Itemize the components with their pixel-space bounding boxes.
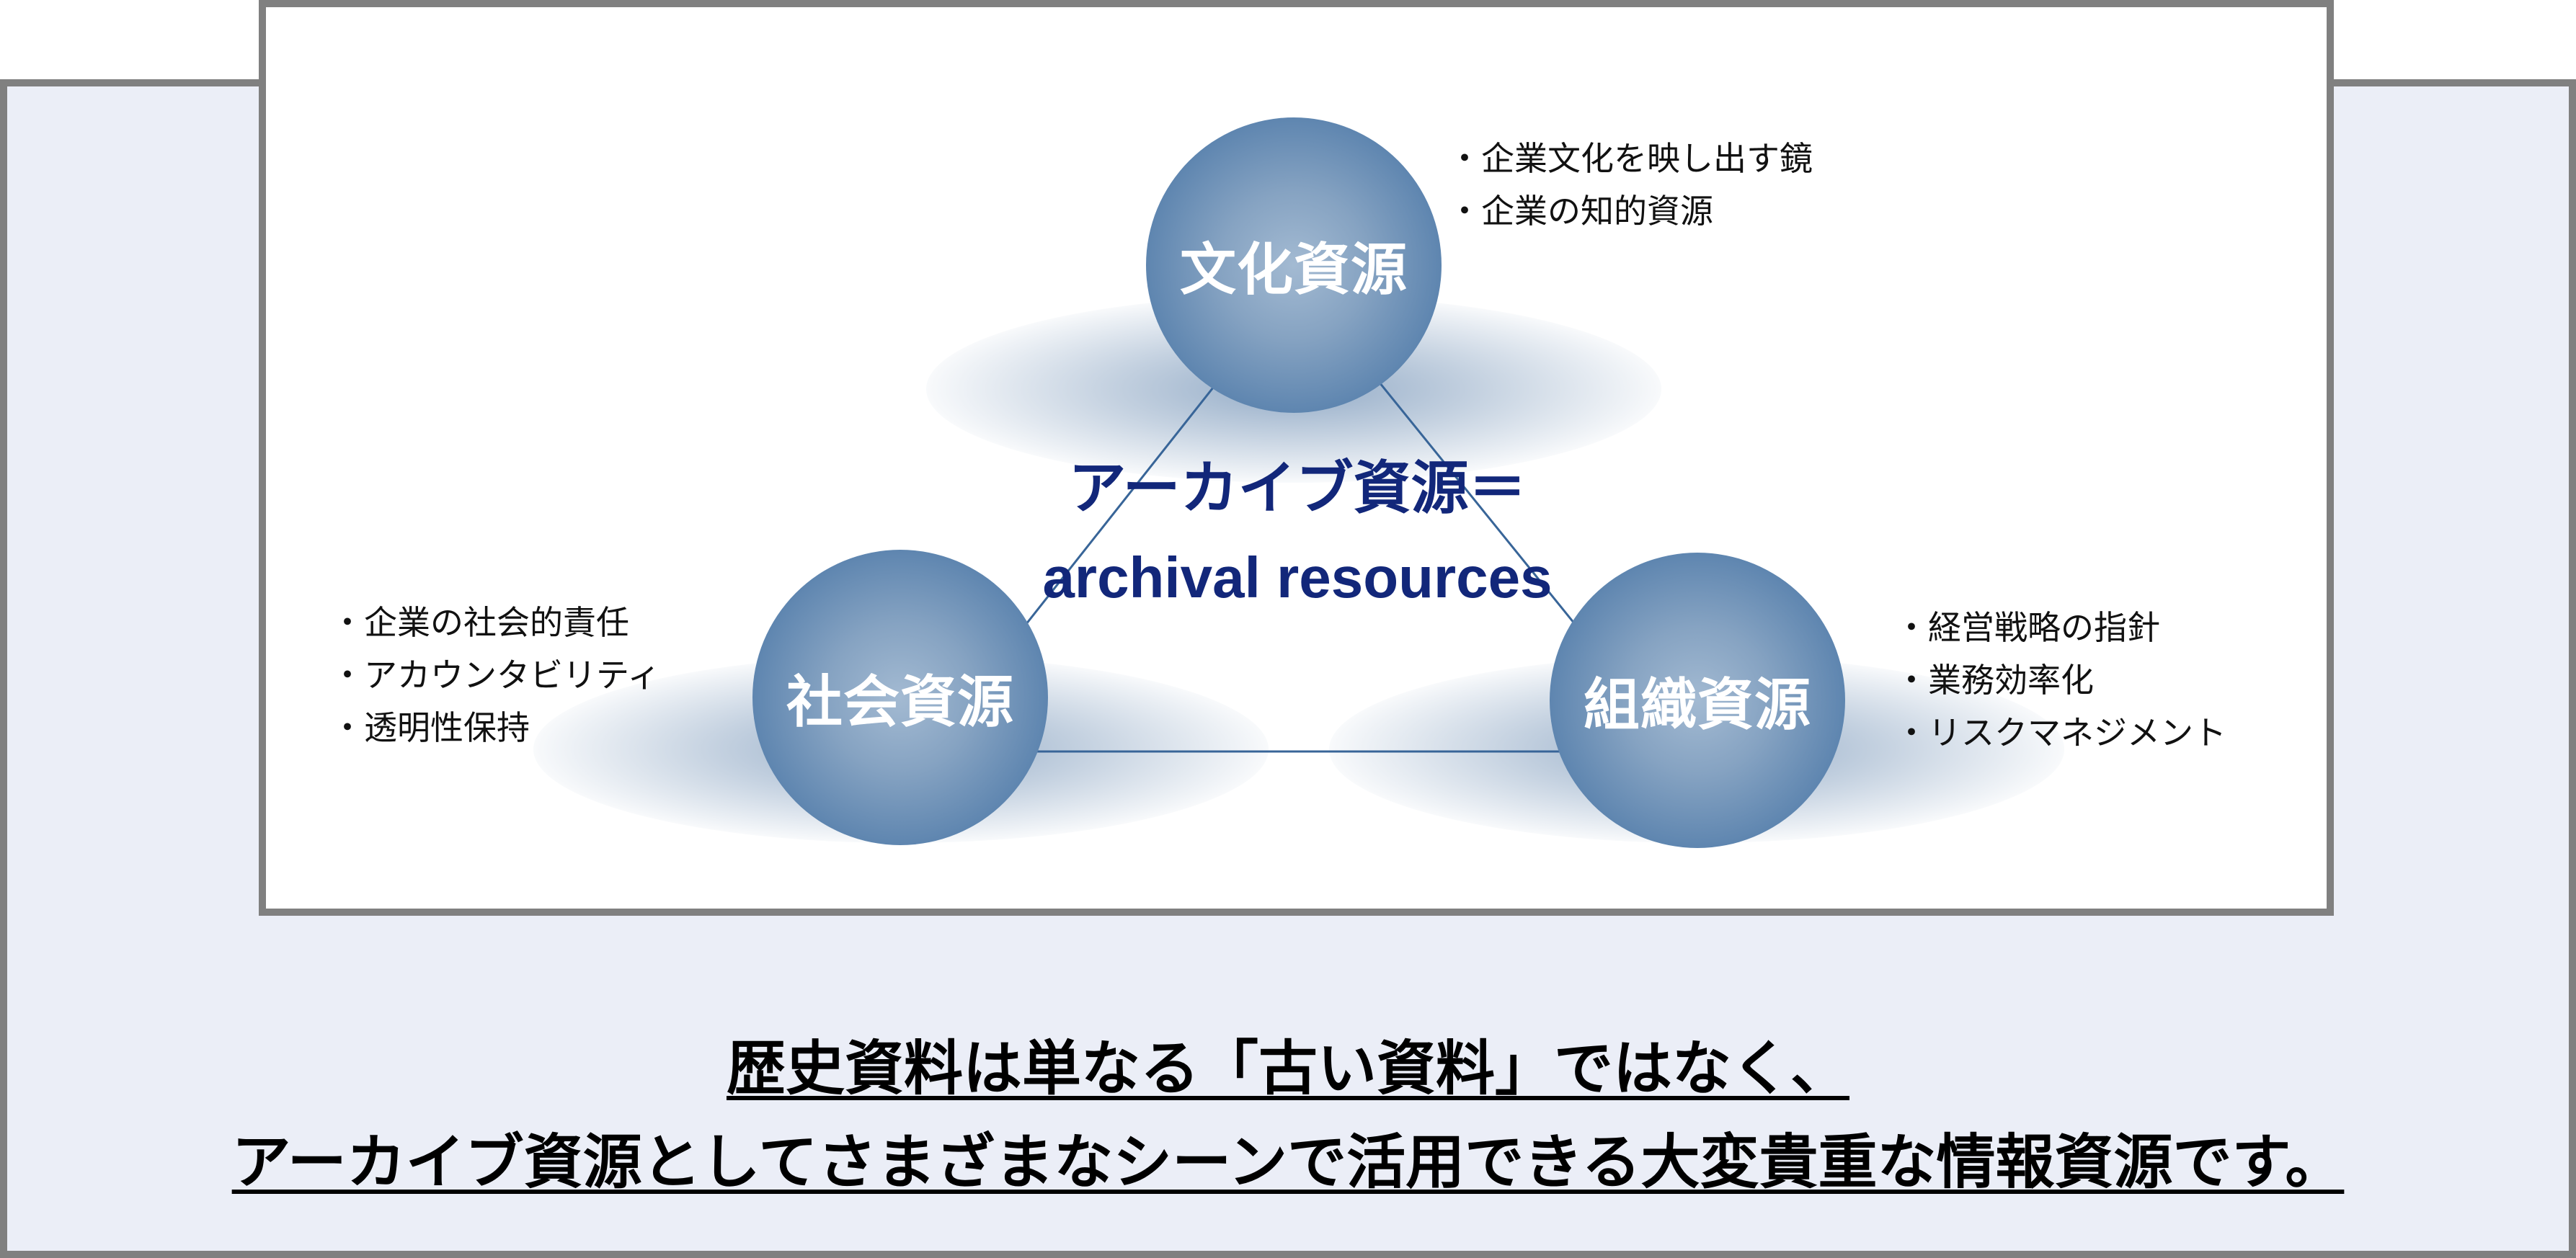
bullet-item: 企業の社会的責任 [331, 597, 660, 649]
node-label-culture: 文化資源 [1179, 238, 1408, 303]
node-culture-resource: 文化資源 [1146, 117, 1442, 413]
bullet-item: 透明性保持 [331, 702, 660, 754]
bullet-item: リスクマネジメント [1895, 707, 2226, 759]
node-organization-resource: 組織資源 [1550, 553, 1845, 848]
bullet-item: 業務効率化 [1895, 654, 2226, 707]
bullet-item: 企業の知的資源 [1448, 185, 1813, 238]
bullet-item: 経営戦略の指針 [1895, 602, 2226, 654]
headline-line2: アーカイブ資源としてさまざまなシーンで活用できる大変貴重な情報資源です。 [0, 1114, 2576, 1200]
headline-line1-text: 歴史資料は単なる「古い資料」ではなく、 [726, 1035, 1849, 1103]
center-title-line2: archival resources [1042, 545, 1553, 610]
bullets-social: 企業の社会的責任 アカウンタビリティ 透明性保持 [331, 597, 660, 754]
diagram-panel: 文化資源 社会資源 組織資源 企業文化を映し出す鏡 企業の知的資源 企業の社会的… [259, 0, 2334, 916]
center-title-line1: アーカイブ資源＝ [1068, 456, 1527, 520]
triangle-connector [923, 279, 1681, 753]
node-label-organization: 組織資源 [1583, 673, 1811, 738]
node-social-resource: 社会資源 [752, 550, 1048, 845]
center-title: アーカイブ資源＝ archival resources [1002, 444, 1593, 623]
bullets-organization: 経営戦略の指針 業務効率化 リスクマネジメント [1895, 602, 2226, 759]
bullet-item: アカウンタビリティ [331, 649, 660, 702]
headline-line2-text: アーカイブ資源としてさまざまなシーンで活用できる大変貴重な情報資源です。 [231, 1128, 2345, 1197]
bullets-culture: 企業文化を映し出す鏡 企業の知的資源 [1448, 133, 1813, 238]
bullet-item: 企業文化を映し出す鏡 [1448, 133, 1813, 185]
headline-line1: 歴史資料は単なる「古い資料」ではなく、 [0, 1020, 2576, 1106]
node-label-social: 社会資源 [786, 670, 1014, 735]
